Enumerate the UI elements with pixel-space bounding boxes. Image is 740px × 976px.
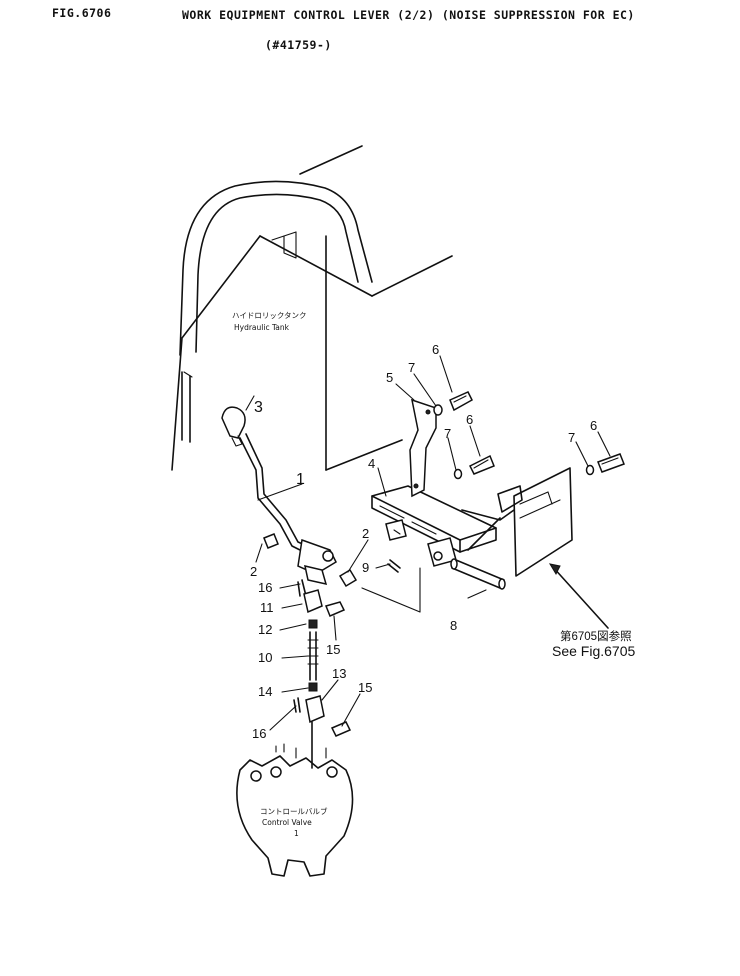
mounting-plate bbox=[371, 485, 497, 553]
clevis-upper bbox=[303, 589, 323, 614]
control-lever bbox=[221, 406, 313, 555]
serial-range: (#41759-) bbox=[265, 38, 332, 52]
callout-13: 13 bbox=[332, 666, 346, 681]
callout-1: 1 bbox=[296, 471, 305, 488]
shaft bbox=[450, 558, 506, 590]
bolt-middle bbox=[468, 454, 495, 475]
figure-number: FIG.6706 bbox=[52, 6, 112, 20]
callout-16-upper: 16 bbox=[258, 580, 272, 595]
callout-12: 12 bbox=[258, 622, 272, 637]
callout-2-left: 2 bbox=[250, 564, 257, 579]
small-bolt bbox=[387, 559, 401, 573]
lever-support-block bbox=[385, 519, 457, 567]
leader-lines bbox=[245, 355, 611, 731]
bushing-left bbox=[263, 533, 279, 549]
callout-6-upper: 6 bbox=[432, 342, 439, 357]
leader-line-plate bbox=[361, 567, 421, 613]
callout-6-middle: 6 bbox=[466, 412, 473, 427]
callout-15-upper: 15 bbox=[326, 642, 340, 657]
turnbuckle-rod bbox=[307, 631, 319, 681]
hydraulic-tank-label-en: Hydraulic Tank bbox=[234, 323, 290, 332]
support-bracket bbox=[409, 398, 437, 498]
callout-15-lower: 15 bbox=[358, 680, 372, 695]
callout-7-upper: 7 bbox=[408, 360, 415, 375]
see-figure-reference-jp: 第6705図参照 bbox=[560, 629, 632, 643]
washer-middle bbox=[453, 468, 463, 480]
bolt-upper bbox=[449, 391, 473, 412]
callout-7-right: 7 bbox=[568, 430, 575, 445]
callout-8: 8 bbox=[450, 618, 457, 633]
callout-3: 3 bbox=[254, 399, 263, 416]
see-figure-reference-en: See Fig.6705 bbox=[552, 643, 635, 659]
see-fig-arrow bbox=[551, 565, 609, 629]
clevis-lower bbox=[305, 695, 325, 724]
washer-right bbox=[585, 464, 595, 476]
pin-upper bbox=[324, 601, 346, 617]
hydraulic-tank-outline bbox=[171, 145, 453, 471]
callout-11: 11 bbox=[260, 600, 274, 615]
hydraulic-tank-label-jp: ハイドロリックタンク bbox=[232, 311, 307, 320]
lock-nut-upper bbox=[308, 619, 318, 629]
callout-14: 14 bbox=[258, 684, 272, 699]
callout-2-right: 2 bbox=[362, 526, 369, 541]
callout-4: 4 bbox=[368, 456, 375, 471]
bushing-right bbox=[338, 568, 358, 588]
cover-plate bbox=[461, 467, 573, 577]
split-pin-lower bbox=[293, 697, 301, 713]
control-valve-label-sub: 1 bbox=[294, 829, 299, 838]
pin-lower bbox=[330, 721, 352, 737]
bolt-right bbox=[597, 453, 625, 473]
leader-line-8 bbox=[467, 589, 487, 599]
washer-upper bbox=[433, 404, 443, 416]
lever-bracket bbox=[297, 538, 337, 586]
callout-7-middle: 7 bbox=[444, 426, 451, 441]
callout-6-right: 6 bbox=[590, 418, 597, 433]
control-valve-label-jp: コントロールバルブ bbox=[260, 806, 328, 816]
callout-9: 9 bbox=[362, 560, 369, 575]
control-valve bbox=[236, 743, 354, 877]
callout-16-lower: 16 bbox=[252, 726, 266, 741]
callout-5: 5 bbox=[386, 370, 393, 385]
control-valve-label-en: Control Valve bbox=[262, 818, 312, 827]
lock-nut-lower bbox=[308, 682, 318, 692]
figure-title: WORK EQUIPMENT CONTROL LEVER (2/2) (NOIS… bbox=[182, 8, 635, 22]
callout-10: 10 bbox=[258, 650, 272, 665]
